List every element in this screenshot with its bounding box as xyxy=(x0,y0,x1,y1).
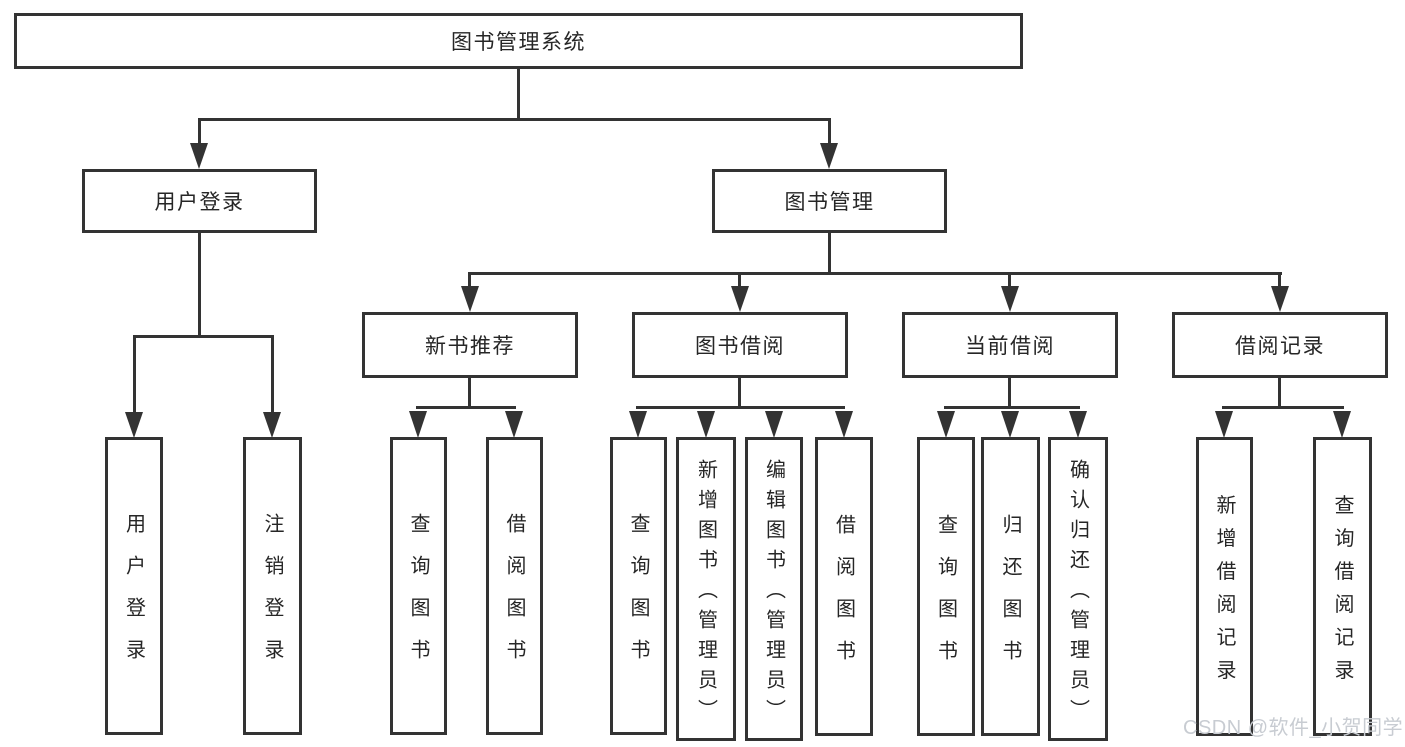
node-current-borrowing: 当前借阅 xyxy=(902,312,1118,378)
connector-line xyxy=(1222,406,1344,409)
arrow-down-icon xyxy=(409,411,427,438)
leaf-query-books-under-new-book: 查询图书 xyxy=(390,437,447,735)
leaf-label: 编辑图书（管理员） xyxy=(762,459,785,729)
connector-line xyxy=(944,406,1080,409)
arrow-down-icon xyxy=(820,143,838,169)
leaf-confirm-return-admin: 确认归还（管理员） xyxy=(1048,437,1108,741)
csdn-watermark: CSDN @软件_小贺同学 xyxy=(1183,717,1404,739)
connector-line xyxy=(828,118,831,146)
leaf-add-borrow-record: 新增借阅记录 xyxy=(1196,437,1253,736)
connector-line xyxy=(271,335,274,414)
arrow-down-icon xyxy=(1271,286,1289,312)
connector-line xyxy=(133,335,274,338)
connector-line xyxy=(468,272,1282,275)
leaf-label: 查询借阅记录 xyxy=(1331,494,1353,692)
connector-line xyxy=(133,335,136,414)
connector-line xyxy=(1008,378,1011,408)
leaf-label: 用户登录 xyxy=(122,513,145,681)
node-new-book-recommendation: 新书推荐 xyxy=(362,312,578,378)
arrow-down-icon xyxy=(1001,286,1019,312)
leaf-borrow-books-under-new-book: 借阅图书 xyxy=(486,437,543,735)
arrow-down-icon xyxy=(1215,411,1233,438)
arrow-down-icon xyxy=(263,412,281,438)
connector-line xyxy=(198,118,831,121)
arrow-down-icon xyxy=(125,412,143,438)
node-book-management: 图书管理 xyxy=(712,169,947,233)
connector-line xyxy=(1008,272,1011,288)
leaf-label: 归还图书 xyxy=(999,513,1021,682)
connector-line xyxy=(517,69,520,121)
connector-line xyxy=(198,233,201,337)
leaf-query-borrow-record: 查询借阅记录 xyxy=(1313,437,1372,736)
leaf-edit-books-admin: 编辑图书（管理员） xyxy=(745,437,803,741)
leaf-borrow-books-under-borrowing: 借阅图书 xyxy=(815,437,873,736)
connector-line xyxy=(1278,272,1281,288)
leaf-label: 新增图书（管理员） xyxy=(694,459,717,729)
node-root-library-management-system: 图书管理系统 xyxy=(14,13,1023,69)
node-borrowing-records: 借阅记录 xyxy=(1172,312,1388,378)
arrow-down-icon xyxy=(190,143,208,169)
arrow-down-icon xyxy=(1333,411,1351,438)
leaf-label: 借阅图书 xyxy=(503,513,525,681)
connector-line xyxy=(416,406,516,409)
leaf-logout: 注销登录 xyxy=(243,437,302,735)
arrow-down-icon xyxy=(697,411,715,438)
arrow-down-icon xyxy=(765,411,783,438)
connector-line xyxy=(636,406,845,409)
leaf-label: 确认归还（管理员） xyxy=(1066,459,1089,729)
connector-line xyxy=(1278,378,1281,408)
arrow-down-icon xyxy=(505,411,523,438)
node-book-borrowing: 图书借阅 xyxy=(632,312,848,378)
leaf-label: 新增借阅记录 xyxy=(1213,494,1235,692)
leaf-label: 查询图书 xyxy=(407,513,429,681)
arrow-down-icon xyxy=(835,411,853,438)
connector-line xyxy=(468,272,471,288)
connector-line xyxy=(198,118,201,146)
connector-line xyxy=(468,378,471,408)
connector-line xyxy=(738,272,741,288)
connector-line xyxy=(738,378,741,408)
arrow-down-icon xyxy=(731,286,749,312)
leaf-add-books-admin: 新增图书（管理员） xyxy=(676,437,736,741)
leaf-label: 注销登录 xyxy=(261,513,283,681)
leaf-label: 查询图书 xyxy=(934,513,957,682)
leaf-query-books-under-borrowing: 查询图书 xyxy=(610,437,667,735)
leaf-return-books: 归还图书 xyxy=(981,437,1040,736)
arrow-down-icon xyxy=(461,286,479,312)
connector-line xyxy=(828,233,831,274)
arrow-down-icon xyxy=(937,411,955,438)
leaf-query-books-under-current: 查询图书 xyxy=(917,437,975,736)
arrow-down-icon xyxy=(1069,411,1087,438)
leaf-user-login: 用户登录 xyxy=(105,437,163,735)
arrow-down-icon xyxy=(1001,411,1019,438)
leaf-label: 查询图书 xyxy=(627,513,649,681)
leaf-label: 借阅图书 xyxy=(832,513,855,682)
node-user-login: 用户登录 xyxy=(82,169,317,233)
arrow-down-icon xyxy=(629,411,647,438)
